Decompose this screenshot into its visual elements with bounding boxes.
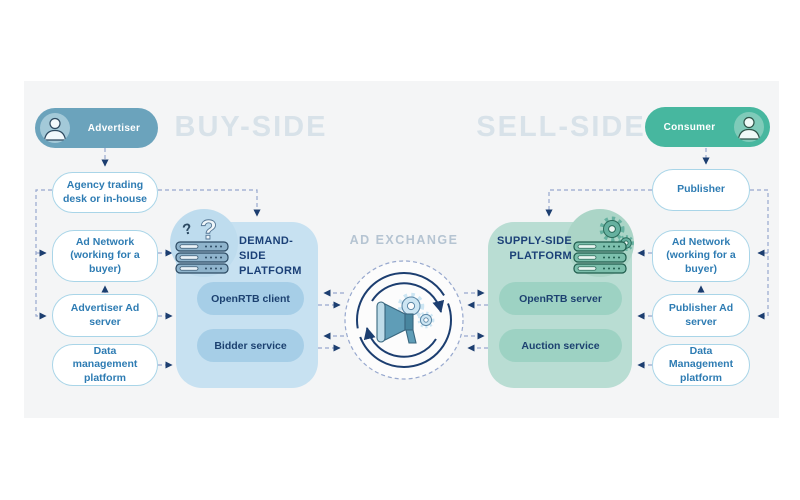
- buy-side-watermark: BUY-SIDE: [174, 111, 328, 143]
- box-publisher-ad-server: Publisher Ad server: [652, 294, 750, 337]
- box-data-management-buy: Data management platform: [52, 344, 158, 386]
- box-publisher: Publisher: [652, 169, 750, 211]
- dsp-servers-icon: ? ?: [170, 209, 238, 277]
- consumer-pill: Consumer: [645, 107, 770, 147]
- ssp-servers-icon: [566, 209, 634, 277]
- ad-exchange-label: AD EXCHANGE: [349, 233, 459, 247]
- ssp-title: SUPPLY-SIDE PLATFORM: [496, 235, 572, 262]
- box-ad-network-sell: Ad Network (working for a buyer): [652, 230, 750, 282]
- advertiser-pill: Advertiser: [35, 108, 158, 148]
- consumer-label: Consumer: [663, 121, 716, 133]
- advertiser-label: Advertiser: [87, 122, 141, 134]
- sell-side-watermark: SELL-SIDE: [476, 111, 646, 143]
- dsp-item-openrtb-client: OpenRTB client: [197, 282, 304, 315]
- dsp-title: DEMAND-SIDE PLATFORM: [239, 235, 302, 277]
- ssp-item-auction-service: Auction service: [499, 329, 622, 362]
- box-advertiser-ad-server: Advertiser Ad server: [52, 294, 158, 337]
- question-marks-icon: ? ?: [181, 214, 218, 246]
- ssp-item-openrtb-server: OpenRTB server: [499, 282, 622, 315]
- consumer-person-icon: [734, 112, 764, 142]
- svg-text:?: ?: [181, 220, 194, 239]
- box-ad-network-buy: Ad Network (working for a buyer): [52, 230, 158, 282]
- svg-text:?: ?: [200, 214, 217, 245]
- box-agency-trading-desk: Agency trading desk or in-house: [52, 172, 158, 213]
- box-data-management-sell: Data Management platform: [652, 344, 750, 386]
- dsp-item-bidder-service: Bidder service: [197, 329, 304, 362]
- advertiser-person-icon: [40, 113, 70, 143]
